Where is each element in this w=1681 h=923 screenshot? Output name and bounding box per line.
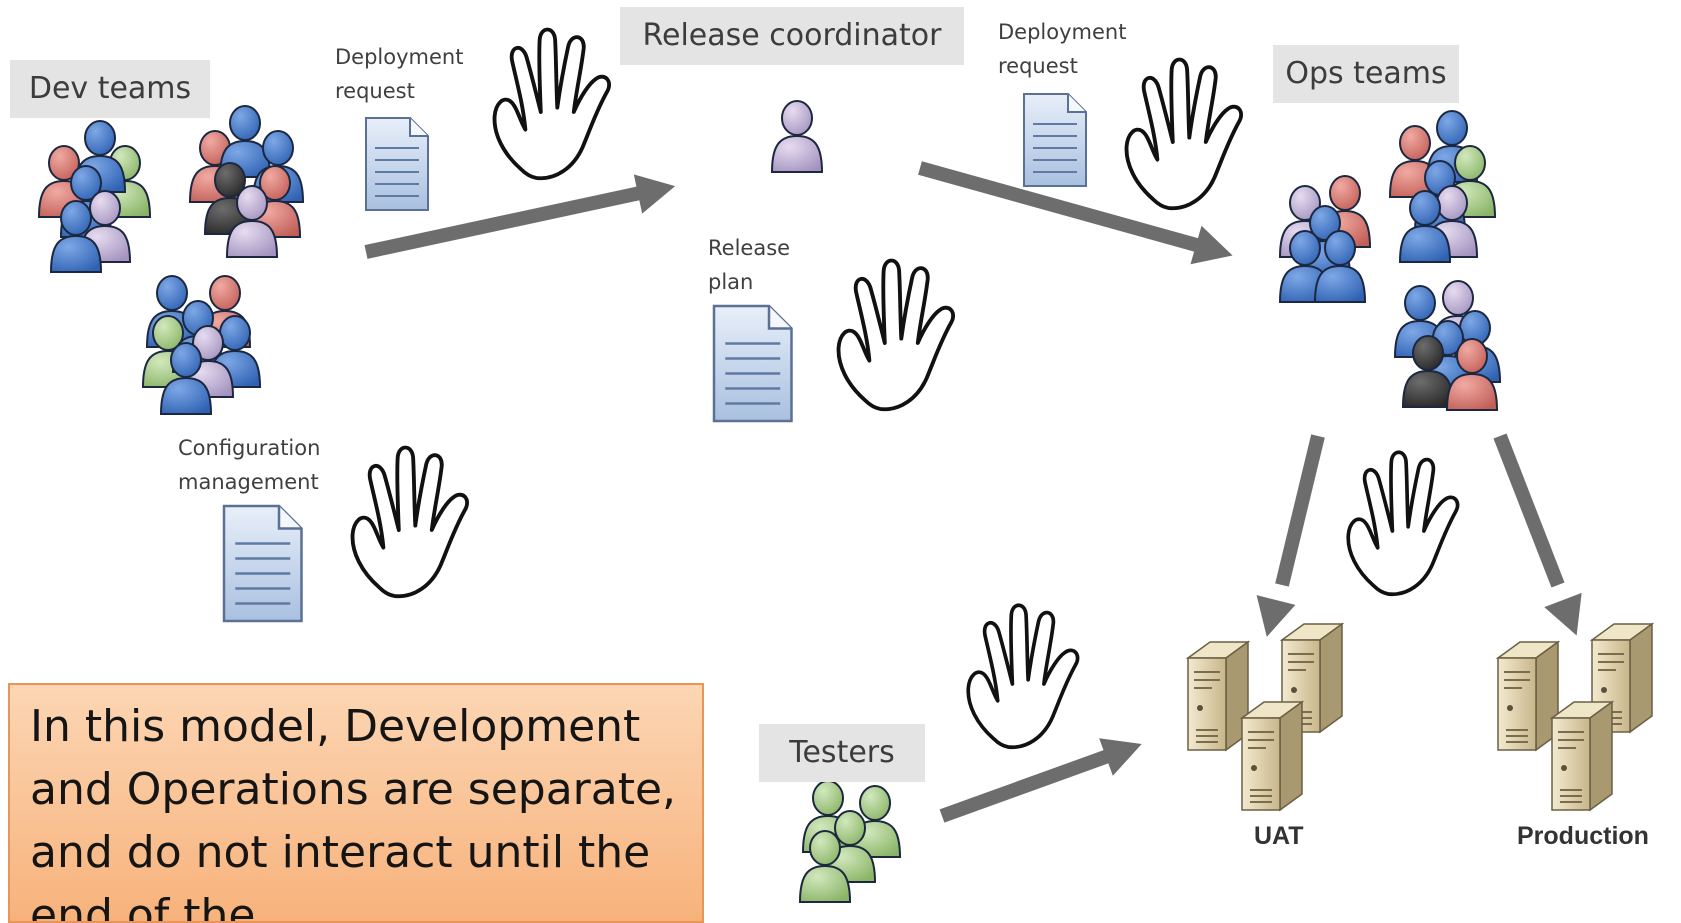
uat-server-cluster xyxy=(1187,623,1343,811)
deployment-request-label-1: Deployment request xyxy=(335,45,464,103)
uat-label: UAT xyxy=(1254,822,1304,850)
flow-arrows xyxy=(364,161,1596,823)
dev-team-group-3 xyxy=(142,275,261,415)
stop-hand-icon xyxy=(492,27,612,181)
testers-label: Testers xyxy=(759,724,925,782)
configuration-management-document xyxy=(222,504,303,623)
ops-teams-label: Ops teams xyxy=(1273,45,1459,103)
deployment-request-document-1 xyxy=(365,117,429,211)
production-server-cluster xyxy=(1497,623,1653,811)
configuration-management-label: Configuration management xyxy=(178,436,321,494)
dev-team-group-2 xyxy=(189,105,304,258)
arrow-ops-to-production xyxy=(1493,433,1596,643)
stop-hand-icon xyxy=(1124,57,1244,211)
stop-hand-icon xyxy=(836,258,956,412)
arrow-dev-to-coordinator xyxy=(364,166,680,259)
testers-group xyxy=(799,780,901,903)
release-coordinator-label: Release coordinator xyxy=(620,7,964,65)
stop-hand-icon xyxy=(350,445,470,599)
dev-teams-label: Dev teams xyxy=(10,60,210,118)
ops-team-group-1 xyxy=(1279,175,1371,303)
stop-hand-icon xyxy=(966,603,1080,750)
ops-team-group-2 xyxy=(1389,110,1496,263)
release-coordinator-person xyxy=(771,100,823,173)
diagram-canvas xyxy=(38,27,1653,903)
ops-team-group-3 xyxy=(1394,280,1501,411)
devops-diagram: Dev teams Release coordinator Ops teams … xyxy=(8,7,1653,923)
production-label: Production xyxy=(1517,822,1649,850)
explanation-note: In this model, Development and Operation… xyxy=(8,683,704,923)
arrow-coordinator-to-ops xyxy=(918,161,1239,275)
deployment-request-document-2 xyxy=(1023,93,1087,187)
arrow-testers-to-uat xyxy=(939,725,1149,823)
dev-team-group-1 xyxy=(38,120,151,273)
stop-hand-icon xyxy=(1346,450,1460,597)
release-plan-document xyxy=(712,304,793,423)
release-plan-label: Release plan xyxy=(708,236,791,294)
arrow-ops-to-uat xyxy=(1247,434,1325,642)
deployment-request-label-2: Deployment request xyxy=(998,20,1127,78)
